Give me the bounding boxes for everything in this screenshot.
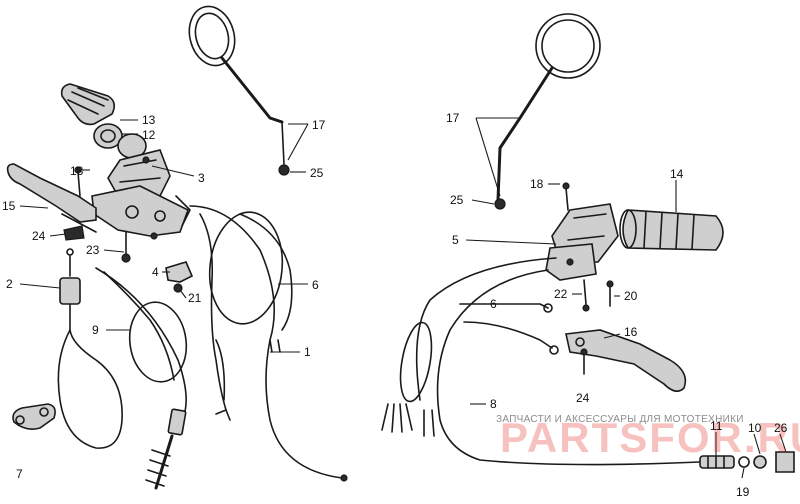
callout-6-left: 6 — [312, 278, 319, 292]
callout-15: 15 — [2, 199, 16, 213]
clutch-lever-bracket — [91, 185, 191, 237]
callout-18-right: 18 — [530, 177, 544, 191]
callout-12: 12 — [142, 128, 156, 142]
callout-19: 19 — [736, 485, 750, 499]
callout-21: 21 — [188, 291, 202, 305]
front-brake-lever — [565, 329, 687, 392]
watermark-logo: PARTSFOR.RU — [500, 414, 800, 461]
right-switch-housing — [545, 182, 619, 281]
right-mirror — [494, 13, 601, 210]
left-cables — [57, 267, 188, 490]
callout-8: 8 — [490, 397, 497, 411]
callout-10: 10 — [748, 421, 762, 435]
callout-14: 14 — [670, 167, 684, 181]
left-mirror — [188, 5, 290, 176]
left-grip — [60, 83, 147, 159]
callout-18-left: 18 — [70, 164, 84, 178]
throttle-grip — [619, 209, 724, 251]
left-handle-switch-2 — [59, 248, 81, 331]
callout-7: 7 — [16, 467, 23, 481]
callout-24-right: 24 — [576, 391, 590, 405]
callout-25-left: 25 — [310, 166, 324, 180]
callout-4: 4 — [152, 265, 159, 279]
callout-13: 13 — [142, 113, 156, 127]
callout-5: 5 — [452, 233, 459, 247]
cable-adjuster — [699, 451, 795, 473]
clutch-lever — [6, 163, 97, 233]
callout-1: 1 — [304, 345, 311, 359]
callout-16: 16 — [624, 325, 638, 339]
callout-2: 2 — [6, 277, 13, 291]
callout-17-right: 17 — [446, 111, 460, 125]
callout-11: 11 — [710, 419, 723, 433]
left-small-fasteners — [63, 166, 194, 293]
left-clutch-and-harness-cables — [189, 205, 348, 482]
callout-25-right: 25 — [450, 193, 464, 207]
cable-clip — [12, 403, 56, 430]
callout-23: 23 — [86, 243, 100, 257]
callout-3: 3 — [198, 171, 205, 185]
right-throttle-cables — [381, 257, 701, 466]
leader-lines — [19, 117, 787, 479]
left-switch-housing — [107, 149, 171, 197]
watermark-caption: ЗАПЧАСТИ И АКСЕССУАРЫ ДЛЯ МОТОТЕХНИКИ — [496, 414, 744, 425]
callout-20: 20 — [624, 289, 638, 303]
right-small-fasteners — [580, 279, 614, 375]
callout-24-left: 24 — [32, 229, 46, 243]
callout-6-right: 6 — [490, 297, 497, 311]
callout-17-left: 17 — [312, 118, 326, 132]
callout-9: 9 — [92, 323, 99, 337]
callout-26: 26 — [774, 421, 788, 435]
callout-22: 22 — [554, 287, 568, 301]
